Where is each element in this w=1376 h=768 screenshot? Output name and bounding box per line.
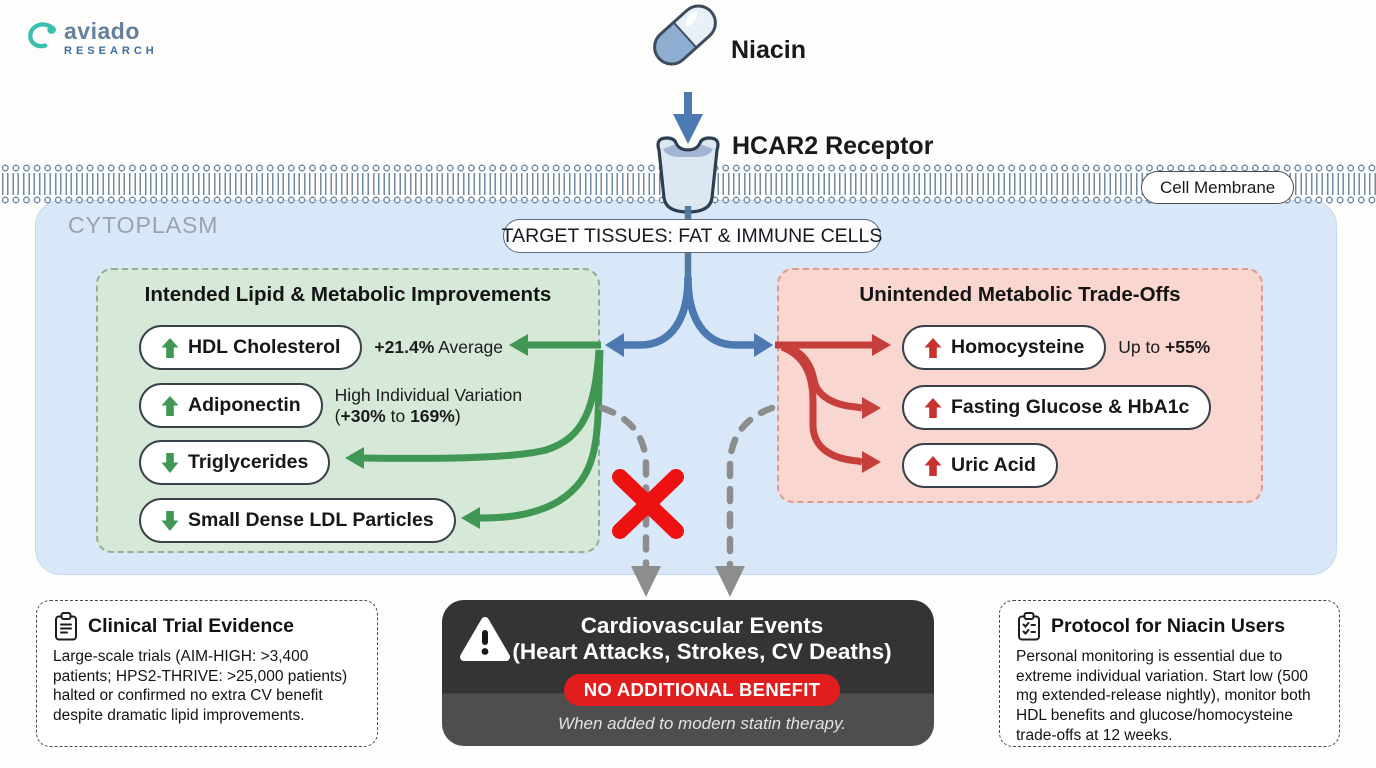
tradeoff-row: Homocysteine Up to +55%: [902, 325, 1210, 370]
checklist-icon: [1018, 612, 1040, 641]
triglycerides-pill: Triglycerides: [139, 440, 331, 485]
down-arrow-icon: [161, 452, 179, 473]
benefits-panel: Intended Lipid & Metabolic Improvements …: [96, 268, 600, 553]
logo-name: aviado: [64, 18, 140, 44]
target-tissues-badge: TARGET TISSUES: FAT & IMMUNE CELLS: [502, 219, 882, 253]
up-arrow-icon: [161, 337, 179, 358]
tradeoff-row: Uric Acid: [902, 443, 1058, 488]
adiponectin-pill: Adiponectin: [139, 383, 323, 428]
tradeoff-label: Fasting Glucose & HbA1c: [951, 396, 1190, 418]
logo: aviado RESEARCH: [26, 20, 158, 57]
benefit-row: Triglycerides: [139, 440, 331, 485]
outcome-caption: When added to modern statin therapy.: [558, 714, 846, 733]
clinical-evidence-panel: Clinical Trial Evidence Large-scale tria…: [36, 600, 378, 747]
homocysteine-note: Up to +55%: [1118, 337, 1211, 357]
uric-acid-pill: Uric Acid: [902, 443, 1058, 488]
receptor-icon: [656, 136, 720, 214]
adiponectin-note: High Individual Variation (+30% to 169%): [334, 384, 523, 426]
protocol-panel: Protocol for Niacin Users Personal monit…: [999, 600, 1340, 747]
cell-membrane-label: Cell Membrane: [1141, 171, 1295, 204]
drug-label: Niacin: [731, 36, 807, 64]
homocysteine-pill: Homocysteine: [902, 325, 1107, 370]
receptor-label: HCAR2 Receptor: [732, 132, 934, 160]
up-arrow-icon: [924, 337, 942, 358]
protocol-title: Protocol for Niacin Users: [1051, 615, 1286, 637]
evidence-body: Large-scale trials (AIM-HIGH: >3,400 pat…: [53, 648, 348, 725]
tradeoff-label: Homocysteine: [951, 336, 1085, 358]
small-dense-ldl-pill: Small Dense LDL Particles: [139, 498, 456, 543]
evidence-title: Clinical Trial Evidence: [88, 615, 294, 637]
logo-subtitle: RESEARCH: [64, 45, 158, 57]
logo-swoosh-icon: [28, 22, 56, 49]
tradeoffs-title: Unintended Metabolic Trade-Offs: [859, 283, 1181, 306]
cardiovascular-outcome-panel: Cardiovascular Events (Heart Attacks, St…: [442, 600, 934, 746]
down-arrow-icon: [161, 510, 179, 531]
up-arrow-icon: [924, 397, 942, 418]
benefit-row: HDL Cholesterol +21.4% Average: [139, 325, 503, 370]
benefit-label: HDL Cholesterol: [188, 336, 341, 358]
up-arrow-icon: [161, 395, 179, 416]
outcome-line1: Cardiovascular Events: [580, 613, 824, 638]
pill-icon: [653, 4, 717, 66]
tradeoffs-panel: Unintended Metabolic Trade-Offs Homocyst…: [777, 268, 1263, 503]
outcome-line2: (Heart Attacks, Strokes, CV Deaths): [512, 639, 892, 664]
benefit-row: Small Dense LDL Particles: [139, 498, 456, 543]
benefit-row: Adiponectin High Individual Variation (+…: [139, 383, 522, 428]
benefit-label: Adiponectin: [188, 394, 301, 416]
hdl-cholesterol-pill: HDL Cholesterol: [139, 325, 363, 370]
warning-icon: [460, 617, 510, 661]
benefit-label: Triglycerides: [188, 451, 309, 473]
benefits-title: Intended Lipid & Metabolic Improvements: [144, 283, 552, 306]
protocol-body: Personal monitoring is essential due to …: [1016, 648, 1311, 744]
benefit-label: Small Dense LDL Particles: [188, 509, 434, 531]
no-benefit-badge: NO ADDITIONAL BENEFIT: [563, 674, 841, 706]
tradeoff-label: Uric Acid: [951, 454, 1036, 476]
cytoplasm-label: CYTOPLASM: [68, 212, 219, 238]
fasting-glucose-pill: Fasting Glucose & HbA1c: [902, 385, 1212, 430]
tradeoff-row: Fasting Glucose & HbA1c: [902, 385, 1212, 430]
clipboard-icon: [55, 612, 77, 641]
up-arrow-icon: [924, 455, 942, 476]
hdl-note: +21.4% Average: [374, 337, 504, 357]
